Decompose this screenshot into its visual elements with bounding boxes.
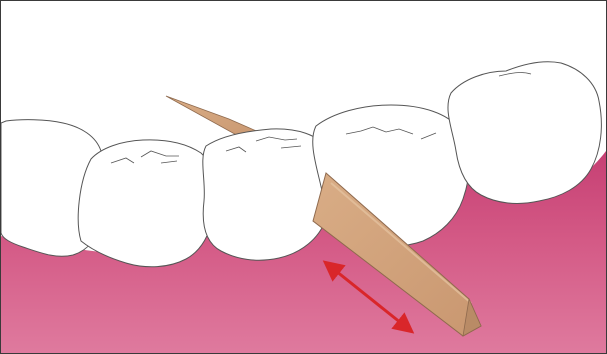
tooth-5 (448, 62, 601, 204)
tooth-2 (78, 140, 215, 267)
